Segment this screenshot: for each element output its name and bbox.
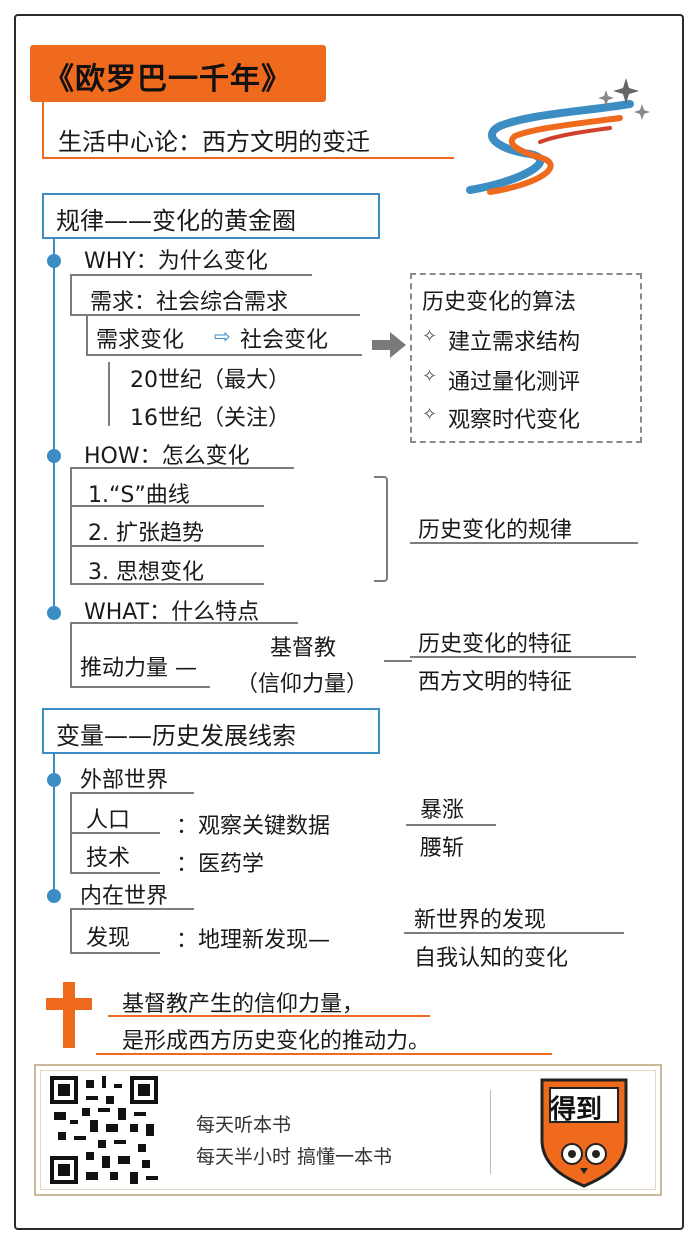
why-bracket [70,274,72,314]
footer-inner [40,1070,656,1190]
how-item-underline [70,505,264,507]
section2-timeline [53,754,55,896]
how-item-underline [70,545,264,547]
dedao-logo-text: 得到 [550,1095,603,1125]
gray-arrow-icon [372,332,406,358]
algorithm-item: 观察时代变化 [448,408,581,433]
outer-label: 外部世界 [80,768,169,793]
century-bracket [108,362,110,426]
discover-underline [70,952,160,954]
how-bracket [70,467,72,583]
force-label: 推动力量 — [80,656,197,681]
how-item: 1.“S”曲线 [88,483,190,508]
algorithm-box [410,273,642,443]
tech-desc: ：医药学 [176,852,265,877]
page-frame [14,14,684,1230]
algorithm-title: 历史变化的算法 [422,290,577,315]
change-right: 社会变化 [240,328,329,353]
christ-bottom: （信仰力量） [236,672,369,697]
demand-underline [70,314,360,316]
section1-timeline [53,239,55,615]
footer-line2: 每天半小时 搞懂一本书 [196,1146,393,1168]
algorithm-item: 通过量化测评 [448,370,581,395]
how-result-underline [410,542,638,544]
subtitle-underline [42,157,454,159]
pop-underline [70,832,160,834]
how-brace [374,476,388,582]
inner-underline [70,908,194,910]
subtitle-bracket [42,102,44,159]
discover-desc: ：地理新发现— [176,928,331,953]
footer-box [34,1064,662,1196]
sparkle-icon: ✧ [422,326,438,347]
what-label: WHAT：什么特点 [84,600,260,625]
what-bracket [70,622,72,686]
why-dot [47,254,61,268]
conclusion-underline2 [96,1053,552,1055]
boom-text: 暴涨 [420,798,465,823]
how-item-underline [70,583,264,585]
cut-text: 腰斩 [420,836,465,861]
arrow-right-icon: ⇨ [214,324,231,348]
how-result: 历史变化的规律 [418,518,573,543]
demand-text: 需求：社会综合需求 [90,290,289,315]
sparkle-icon: ✧ [422,404,438,425]
how-label: HOW：怎么变化 [84,444,250,469]
what-underline [70,622,298,624]
cross-icon [46,982,92,1048]
section2-box [42,708,380,754]
how-dot [47,449,61,463]
outer-underline [70,792,194,794]
feature-2: 西方文明的特征 [418,670,573,695]
footer-divider [490,1090,491,1174]
century-16: 16世纪（关注） [130,406,290,431]
how-underline [70,467,294,469]
inner-result-divider [404,932,624,934]
section1-box [42,193,380,239]
section1-title: 规律——变化的黄金圈 [56,207,296,235]
book-title: 《欧罗巴一千年》 [44,62,292,97]
feature-divider [410,656,636,658]
what-dot [47,606,61,620]
subtitle: 生活中心论：西方文明的变迁 [58,128,370,156]
qr-code-icon [50,1076,158,1184]
footer-line1: 每天听本书 [196,1114,292,1136]
pop-label: 人口 [86,808,131,833]
inner-label: 内在世界 [80,884,169,909]
feature-1: 历史变化的特征 [418,632,573,657]
pop-desc: ：观察关键数据 [176,814,331,839]
inner-dot [47,889,61,903]
swoosh-logo-icon [466,78,650,195]
conclusion-underline1 [108,1015,430,1017]
how-item: 2. 扩张趋势 [88,521,204,546]
conclusion-line1: 基督教产生的信仰力量， [122,992,365,1017]
title-banner [30,45,326,102]
christ-top: 基督教 [270,636,337,661]
what-connector [384,660,412,662]
outer-dot [47,773,61,787]
inner-result-1: 新世界的发现 [414,908,547,933]
change-left: 需求变化 [96,328,185,353]
how-item: 3. 思想变化 [88,560,204,585]
inner-bracket [70,908,72,954]
force-underline [70,686,210,688]
sparkle-icon: ✧ [422,366,438,387]
demand-bracket [86,314,88,354]
algorithm-item: 建立需求结构 [448,330,581,355]
dedao-owl-shield-icon [540,1078,628,1188]
tech-underline [70,872,160,874]
conclusion-line2: 是形成西方历史变化的推动力。 [122,1029,431,1054]
discover-label: 发现 [86,926,131,951]
why-label: WHY：为什么变化 [84,249,268,274]
inner-result-2: 自我认知的变化 [414,946,569,971]
section2-title: 变量——历史发展线索 [56,722,296,750]
boom-divider [406,824,496,826]
why-underline [70,274,312,276]
tech-label: 技术 [86,846,131,871]
change-underline [86,354,362,356]
century-20: 20世纪（最大） [130,368,290,393]
